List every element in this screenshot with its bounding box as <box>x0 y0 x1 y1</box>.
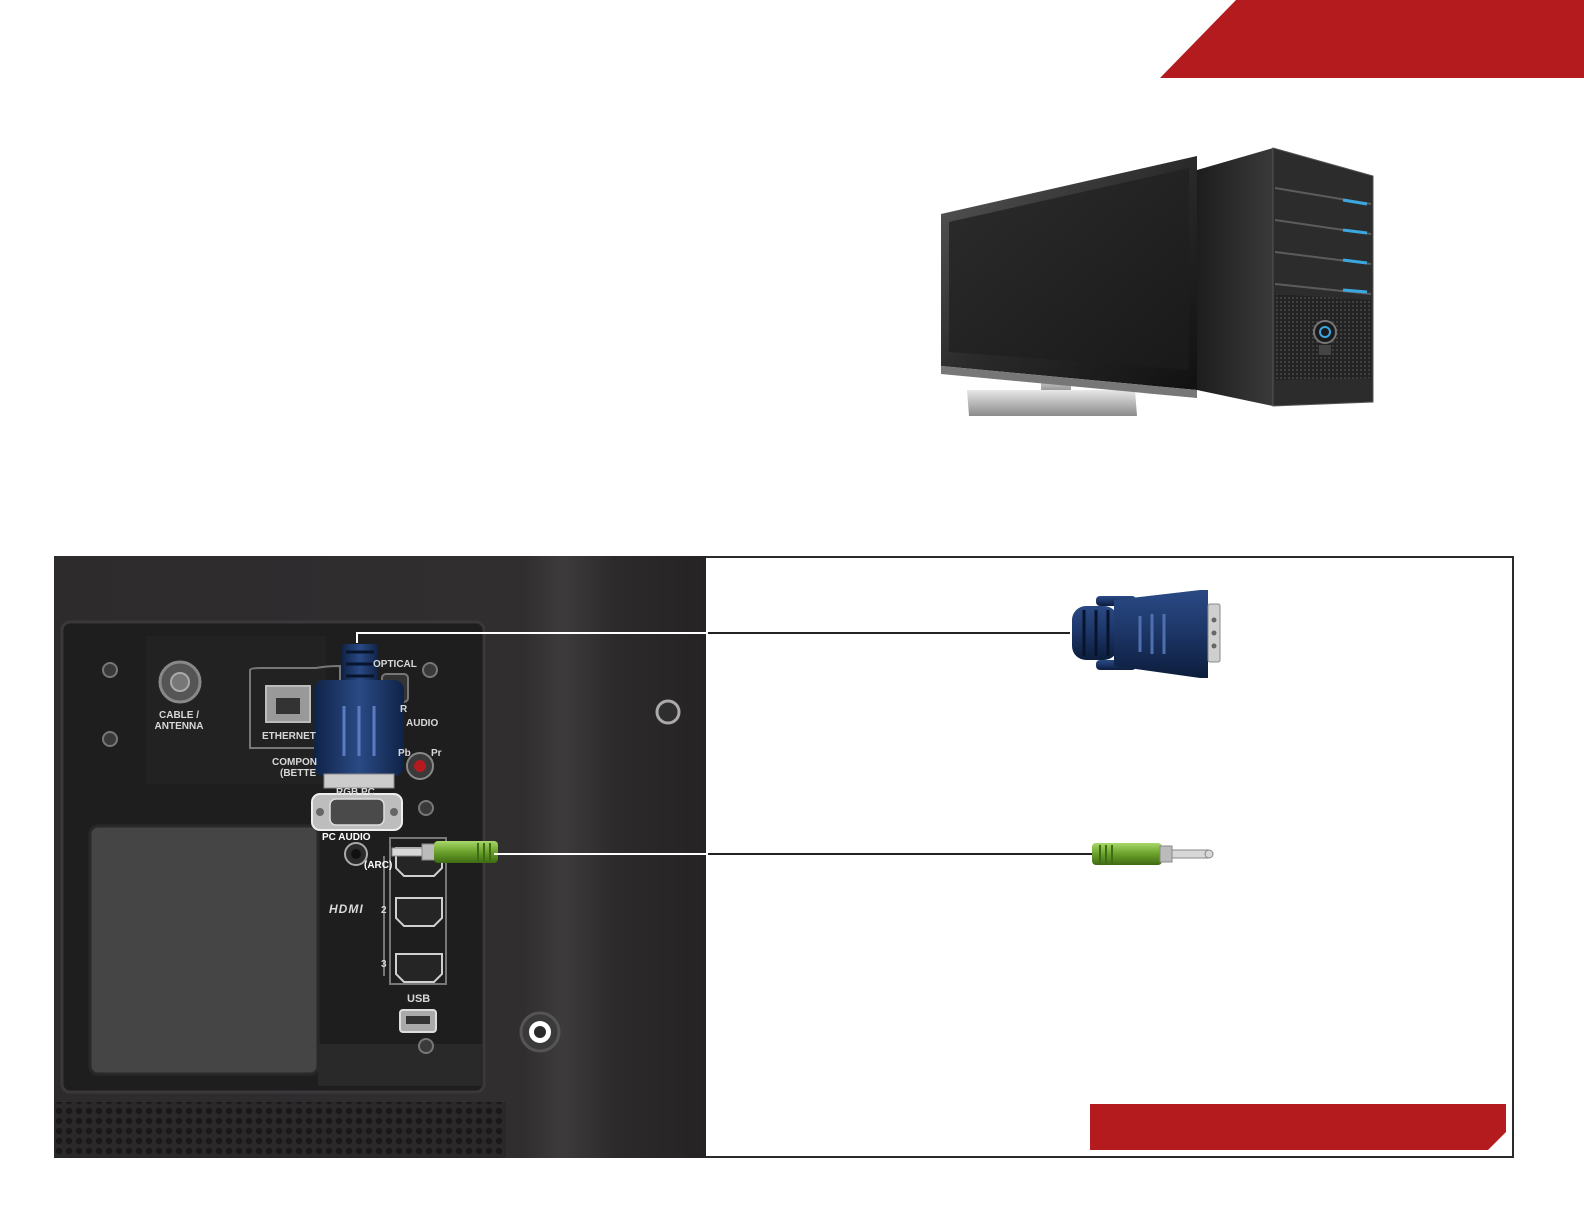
screw-icon <box>102 662 681 1054</box>
label-pr: Pr <box>431 748 442 759</box>
label-usb: USB <box>407 993 431 1005</box>
label-rgb-pc: RGB PC <box>336 787 375 798</box>
header-corner-tab <box>1160 0 1584 78</box>
label-hdmi-2: 2 <box>381 905 387 916</box>
hdmi-logo-icon: HDMI <box>329 902 364 916</box>
label-audio: AUDIO <box>406 718 439 729</box>
computer-icon <box>941 147 1374 416</box>
tv-back-panel <box>54 556 706 1158</box>
label-hdmi-3: 3 <box>381 959 387 970</box>
label-cable-antenna: CABLE / ANTENNA <box>144 710 214 732</box>
label-pc-audio: PC AUDIO <box>322 832 371 843</box>
label-pb: Pb <box>398 748 411 759</box>
audio-jack-icon <box>391 841 498 863</box>
label-r: R <box>400 704 408 715</box>
footer-red-bar <box>1090 1104 1506 1150</box>
label-optical: OPTICAL <box>373 659 417 670</box>
label-arc: (ARC) <box>364 860 393 871</box>
label-better: (BETTE <box>280 768 317 779</box>
label-cable-line1: CABLE / <box>159 710 199 721</box>
label-component: COMPON <box>272 757 317 768</box>
vga-connector-icon <box>314 644 404 789</box>
label-ethernet: ETHERNET <box>262 731 316 742</box>
label-cable-line2: ANTENNA <box>154 721 204 732</box>
